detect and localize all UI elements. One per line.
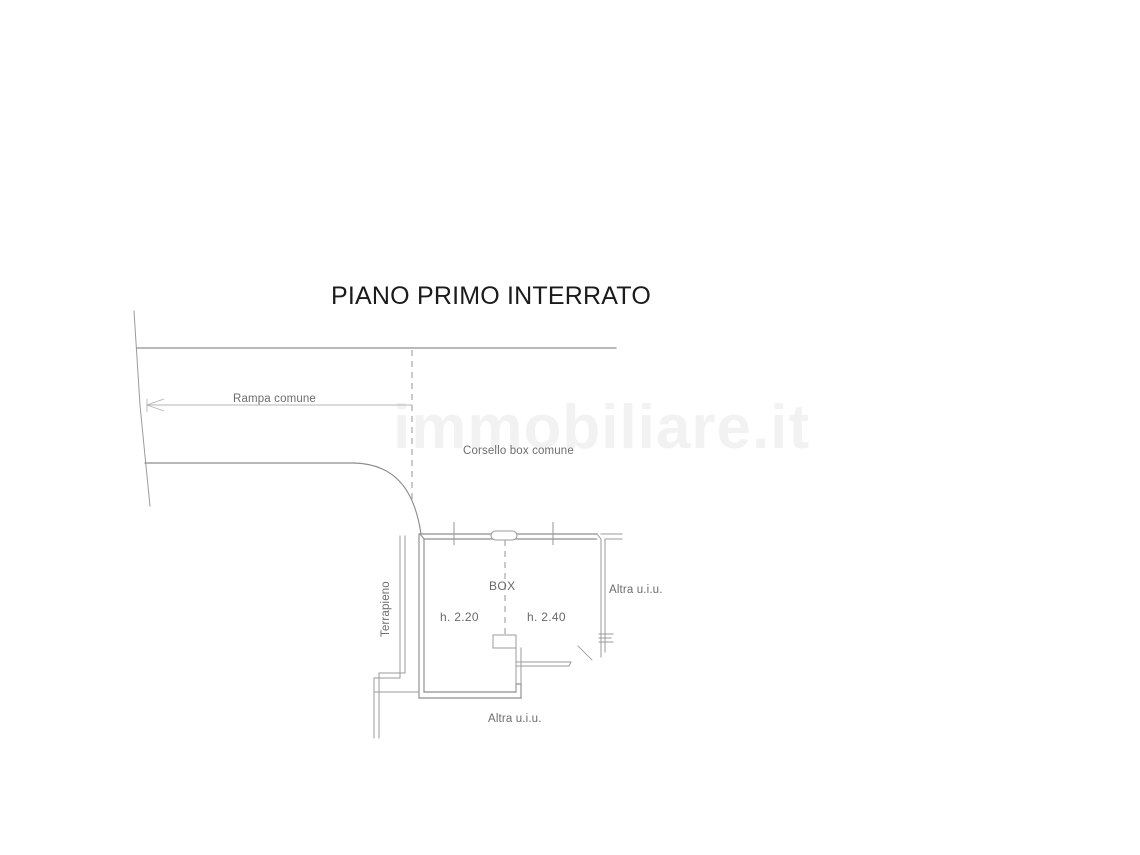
terrapieno-wall bbox=[373, 535, 406, 739]
box-internal-partition bbox=[492, 634, 572, 693]
gate-symbol bbox=[490, 530, 518, 541]
label-height-left: h. 2.20 bbox=[440, 610, 479, 624]
ramp-south-wall bbox=[144, 462, 422, 535]
label-box: BOX bbox=[489, 579, 516, 593]
ramp-dimension: Rampa comune bbox=[145, 393, 412, 412]
box-entrance-markers bbox=[453, 522, 554, 545]
watermark: immobiliare.it bbox=[393, 393, 810, 462]
door-leaf-symbol bbox=[577, 645, 593, 661]
east-boundary-wall bbox=[595, 533, 623, 658]
watermark-text: immobiliare.it bbox=[393, 393, 810, 462]
label-terrapieno: Terrapieno bbox=[380, 581, 392, 637]
left-boundary-wall bbox=[133, 310, 151, 507]
page-title: PIANO PRIMO INTERRATO bbox=[331, 282, 651, 310]
label-rampa-comune: Rampa comune bbox=[233, 393, 316, 405]
label-altra-uiu-right: Altra u.i.u. bbox=[609, 584, 663, 596]
label-height-right: h. 2.40 bbox=[527, 610, 566, 624]
label-corsello-box-comune: Corsello box comune bbox=[463, 445, 574, 457]
label-altra-uiu-bottom: Altra u.i.u. bbox=[488, 713, 542, 725]
